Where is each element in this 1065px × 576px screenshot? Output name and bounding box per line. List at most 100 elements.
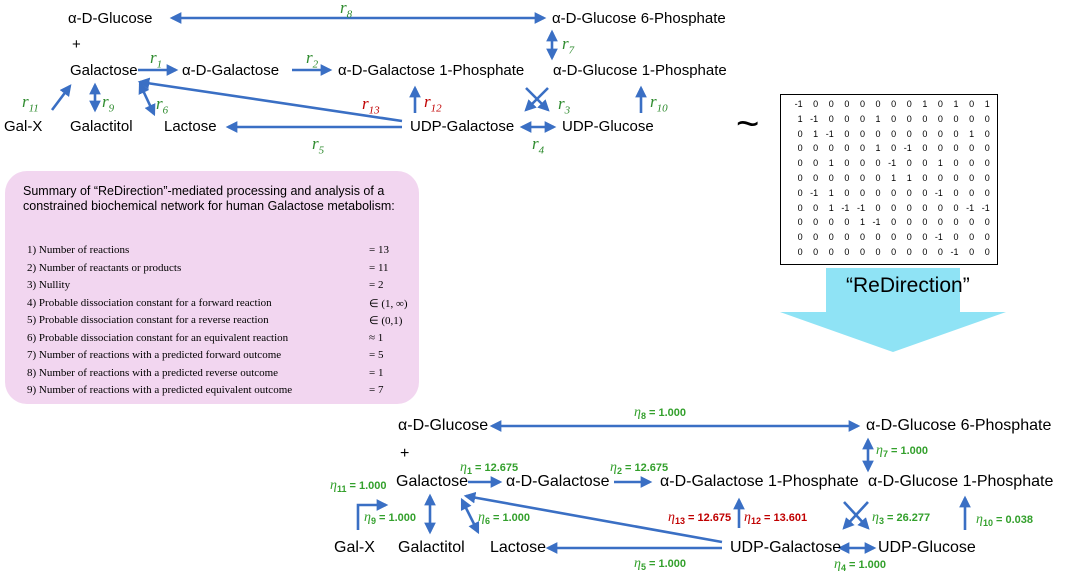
label-r1: r1 [150,48,163,71]
matrix-cell: 0 [953,113,959,124]
matrix-cell: -1 [888,158,897,169]
redirection-label: “ReDirection” [846,274,970,297]
matrix-cell: 0 [984,158,990,169]
matrix-cell: 0 [937,247,943,257]
summary-row-label: 2) Number of reactants or products [27,261,182,274]
node-galactose-b: Galactose [396,473,469,490]
matrix-cell: 0 [844,247,850,257]
node-lactose: Lactose [164,118,217,135]
label-r4: r4 [532,134,545,157]
matrix-cell: 0 [844,113,850,124]
matrix-cell: 0 [984,113,990,124]
matrix-cell: 1 [984,99,990,109]
matrix-cell: 1 [828,187,834,198]
summary-row-value: = 7 [369,384,384,396]
matrix-cell: 0 [984,187,990,198]
matrix-cell: 0 [828,217,834,228]
matrix-cell: 0 [813,143,819,154]
tilde-symbol: ~ [736,102,760,146]
label-r2: r2 [306,48,319,71]
label-r11: r11 [22,92,39,115]
arrow-e3b [842,501,869,530]
matrix-cell: 0 [828,247,834,257]
matrix-cell: 0 [859,187,865,198]
matrix-cell: 0 [875,128,881,139]
matrix-cell: 0 [953,217,959,228]
matrix-cell: 0 [844,217,850,228]
matrix-cell: 0 [813,247,819,257]
label-eta12: η12 = 13.601 [744,510,808,527]
matrix-cell: 1 [922,99,928,109]
matrix-cell: 0 [891,143,897,154]
label-eta6: η6 = 1.000 [478,510,531,527]
arrow-r13 [137,77,403,123]
matrix-cell: 0 [875,158,881,169]
matrix-cell: 0 [953,128,959,139]
node-galactose: Galactose [70,62,138,79]
matrix-cell: 0 [859,143,865,154]
matrix-cell: 0 [953,143,959,154]
summary-row-value: ∈ (0,1) [369,315,403,327]
matrix-cell: 0 [891,232,897,243]
matrix-cell: 1 [937,158,943,169]
matrix-cell: 0 [813,99,819,109]
matrix-cell: 0 [984,128,990,139]
node-galx: Gal-X [4,118,43,135]
label-eta8: η8 = 1.000 [634,405,687,422]
summary-row-value: ∈ (1, ∞) [369,297,408,310]
matrix-cell: 0 [937,202,943,213]
matrix-cell: 0 [953,232,959,243]
matrix-cell: 1 [828,158,834,169]
matrix-cell: 0 [906,128,912,139]
summary-row-label: 7) Number of reactions with a predicted … [27,349,282,361]
matrix-cell: 0 [906,113,912,124]
summary-row-label: 6) Probable dissociation constant for an… [27,331,289,344]
matrix-cell: 1 [875,113,881,124]
label-eta2: η2 = 12.675 [610,460,669,477]
matrix-cell: 1 [906,173,912,183]
matrix-cell: 1 [797,113,803,124]
summary-row-label: 9) Number of reactions with a predicted … [27,384,293,396]
matrix-cell: 0 [953,173,959,183]
matrix-cell: 1 [969,128,975,139]
matrix-cell: 0 [844,232,850,243]
summary-row-value: = 11 [369,261,389,274]
node-udpglc-b: UDP-Glucose [878,539,976,556]
matrix-cell: 0 [984,247,990,257]
matrix-cell: 1 [813,128,819,139]
matrix-cell: 0 [922,217,928,228]
matrix-cell: 0 [922,247,928,257]
label-eta4: η4 = 1.000 [834,557,887,574]
node-glc1p: α-D-Glucose 1-Phosphate [553,62,727,79]
matrix-cell: 0 [906,217,912,228]
matrix-cell: 0 [875,99,881,109]
matrix-cell: 0 [937,217,943,228]
matrix-cell: 0 [969,173,975,183]
matrix-cell: 0 [906,99,912,109]
label-eta5: η5 = 1.000 [634,556,687,573]
matrix-cell: 0 [937,113,943,124]
matrix-cell: -1 [981,202,990,213]
matrix-cell: -1 [872,217,881,228]
matrix-cell: 1 [875,143,881,154]
summary-title: Summary of “ReDirection”-mediated proces… [23,184,395,213]
matrix-cell: 0 [969,143,975,154]
label-r9: r9 [102,92,115,115]
node-a-galactose: α-D-Galactose [182,62,280,79]
matrix-cell: 0 [797,173,803,183]
matrix-cell: 0 [859,158,865,169]
matrix-cell: 0 [922,128,928,139]
matrix-cell: 0 [844,158,850,169]
matrix-cell: 0 [891,217,897,228]
matrix-cell: 0 [813,173,819,183]
node-galactitol-b: Galactitol [398,539,465,556]
label-eta13: η13 = 12.675 [668,510,732,527]
summary-row-value: ≈ 1 [369,331,384,344]
summary-row-label: 8) Number of reactions with a predicted … [27,366,279,379]
